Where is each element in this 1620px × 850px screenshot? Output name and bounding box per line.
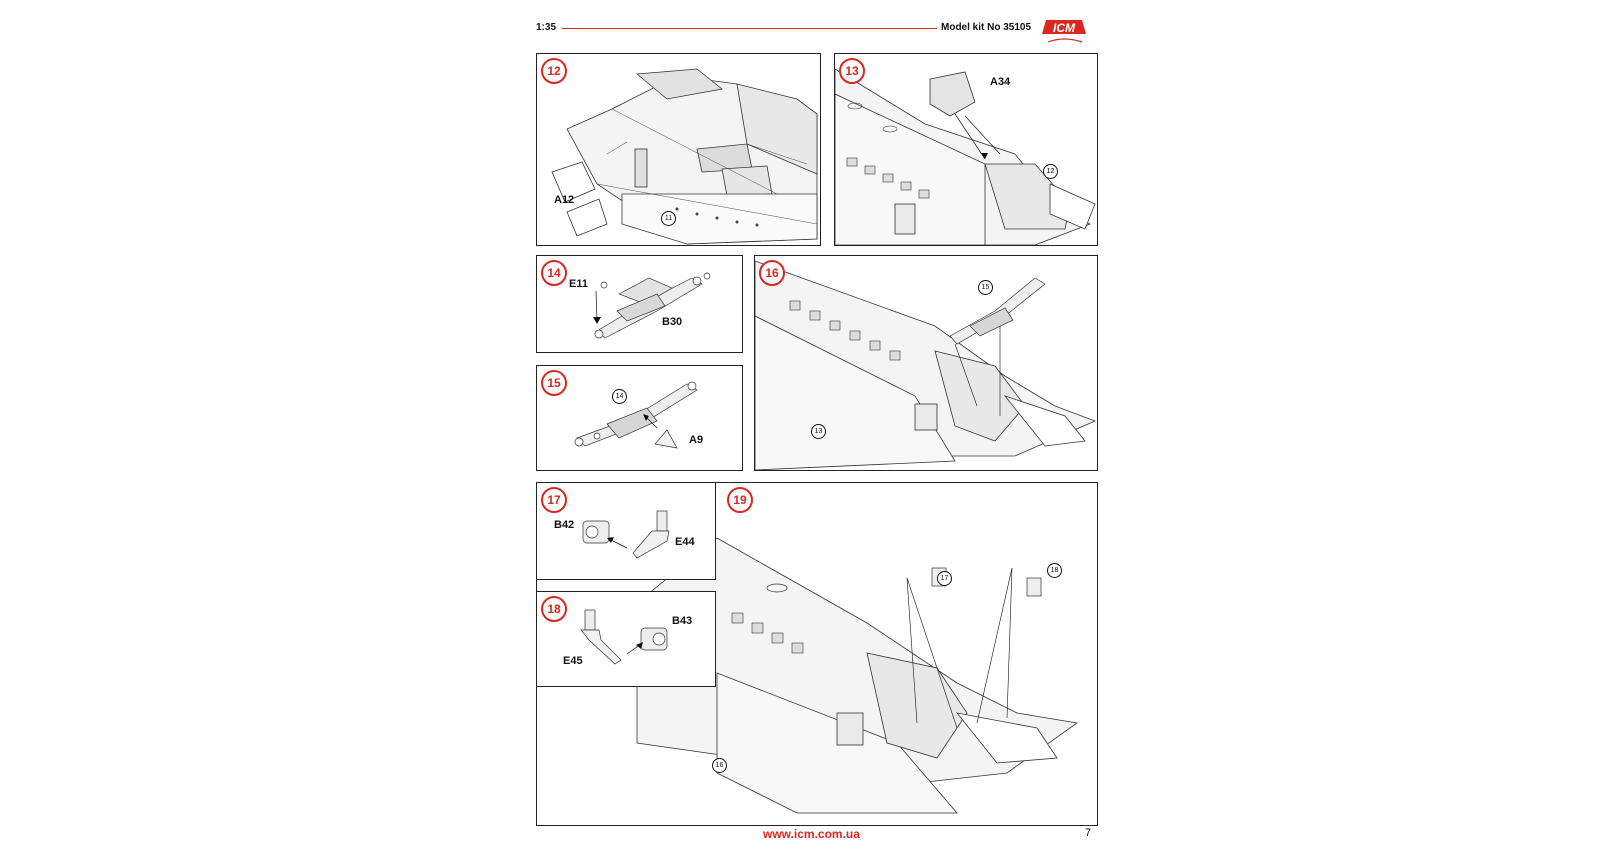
- step-12-drawing: [551, 68, 818, 245]
- step-reference-18: 18: [1047, 563, 1062, 578]
- footer-website[interactable]: www.icm.com.ua: [763, 827, 860, 841]
- part-label-e45: E45: [563, 655, 583, 667]
- step-number: 16: [759, 260, 785, 286]
- step-18-panel: 18 B43 E45: [536, 591, 716, 687]
- step-number: 17: [541, 487, 567, 513]
- part-label-a12: A12: [554, 194, 575, 206]
- step-reference-12: 12: [1043, 164, 1058, 179]
- step-17-drawing: [582, 510, 670, 559]
- step-number: 18: [541, 596, 567, 622]
- step-14-panel: 14 E11 B30: [536, 255, 743, 353]
- part-label-e11: E11: [569, 278, 588, 290]
- step-number: 14: [541, 260, 567, 286]
- step-reference-16: 16: [712, 758, 727, 773]
- step-19-drawing: [636, 537, 1079, 814]
- step-reference-15: 15: [978, 280, 993, 295]
- part-label-b30: B30: [662, 316, 683, 328]
- step-number: 12: [541, 58, 567, 84]
- step-reference-13: 13: [811, 424, 826, 439]
- svg-text:ICM: ICM: [1053, 21, 1076, 35]
- step-14-drawing: [593, 272, 711, 339]
- step-18-drawing: [580, 609, 668, 665]
- step-13-drawing: [835, 68, 1096, 245]
- part-label-a34: A34: [990, 76, 1011, 88]
- step-15-panel: 15 14 A9: [536, 365, 743, 471]
- step-reference-14: 14: [612, 389, 627, 404]
- step-17-panel: 17 B42 E44: [536, 482, 716, 580]
- step-16-drawing: [755, 260, 1097, 470]
- part-label-e44: E44: [675, 536, 695, 548]
- step-number: 19: [727, 487, 753, 513]
- step-13-panel: 13 A34 12: [834, 53, 1098, 246]
- step-reference-17: 17: [937, 571, 952, 586]
- page-number: 7: [1085, 827, 1092, 839]
- step-number: 15: [541, 370, 567, 396]
- part-label-b43: B43: [672, 615, 693, 627]
- step-16-panel: 16 15 13: [754, 255, 1098, 471]
- kit-number: Model kit No 35105: [941, 22, 1032, 33]
- part-label-b42: B42: [554, 519, 575, 531]
- step-number: 13: [839, 58, 865, 84]
- step-12-panel: 12 A12 11: [536, 53, 821, 246]
- part-label-a9: A9: [689, 434, 704, 446]
- icm-logo: ICM: [1040, 18, 1088, 48]
- step-15-drawing: [574, 381, 698, 449]
- scale-label: 1:35: [536, 22, 557, 33]
- header-rule: [562, 28, 937, 29]
- step-reference-11: 11: [661, 211, 676, 226]
